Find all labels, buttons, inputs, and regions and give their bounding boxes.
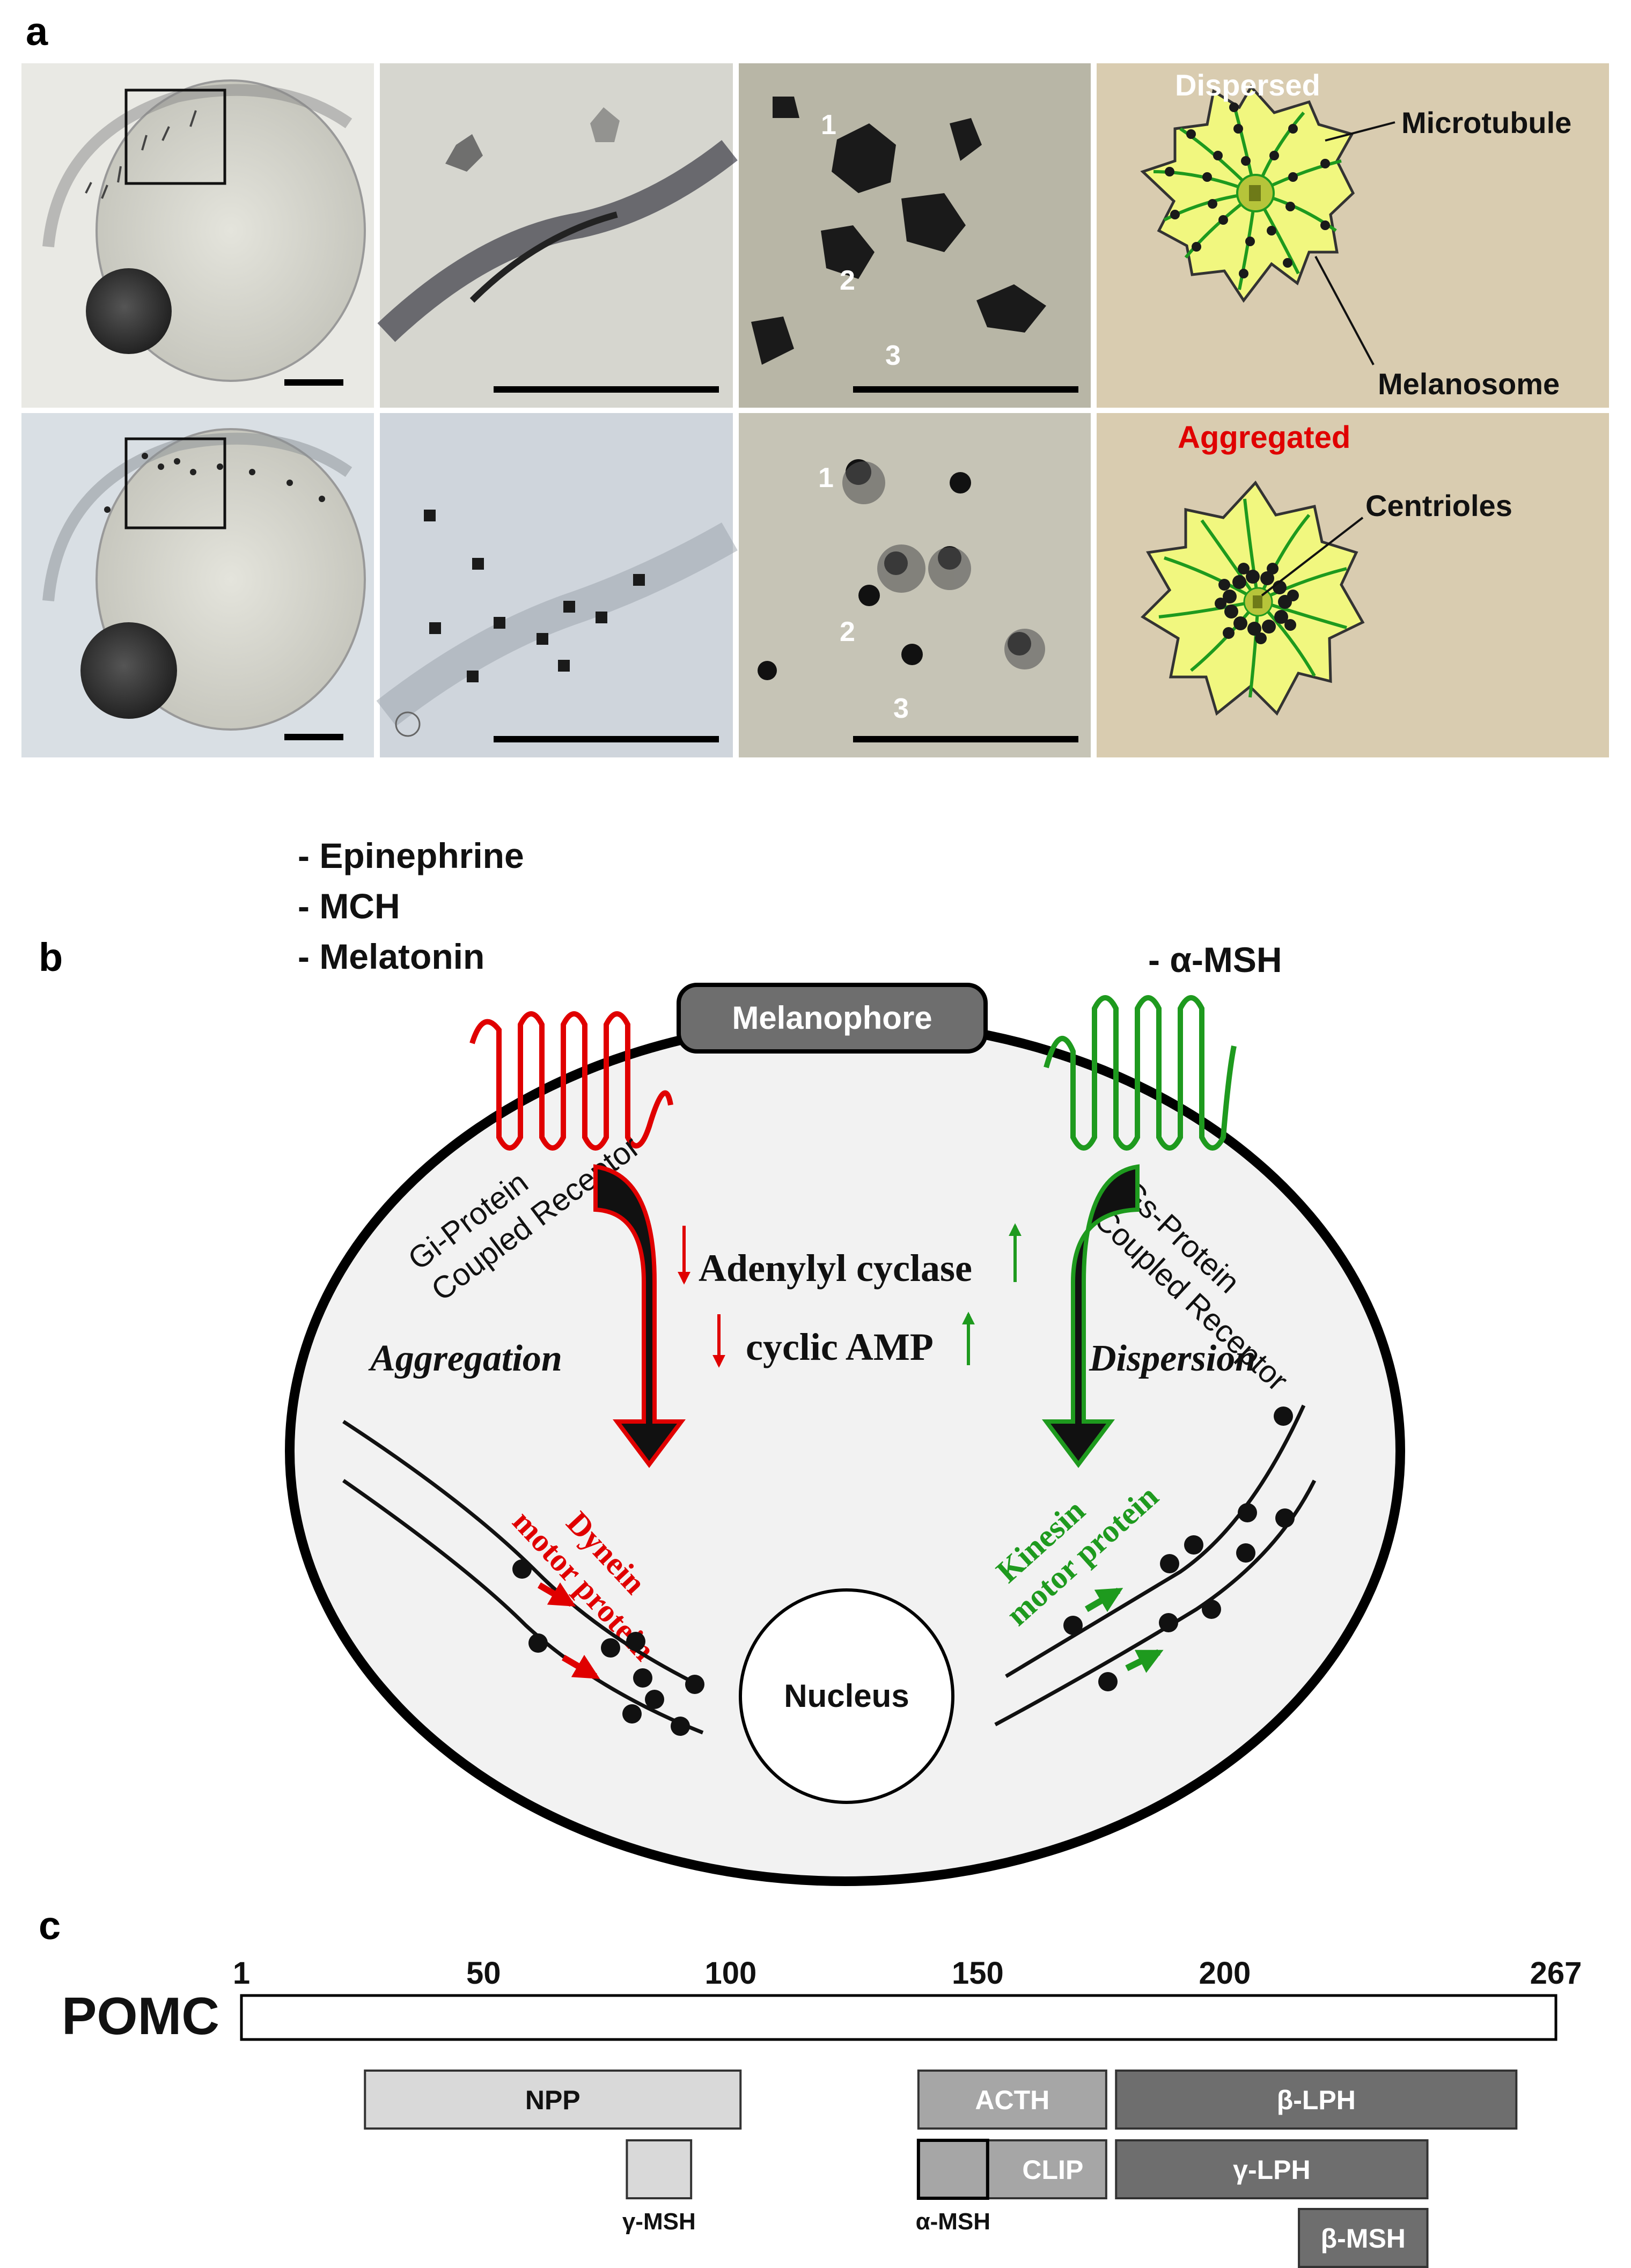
pomc-tick-label: 200	[1199, 1956, 1251, 1991]
dispersed-title: Dispersed	[1175, 68, 1320, 102]
cell-label-1: 1	[821, 109, 836, 141]
aggregation-arrow	[593, 1164, 686, 1468]
cell-label-2b: 2	[840, 616, 855, 647]
schematic-aggregated: Aggregated Centrioles	[1097, 413, 1609, 757]
photo-melanophores-aggregated: 1 2 3	[739, 413, 1091, 757]
photo-zoom-dispersed	[377, 63, 738, 408]
panel-a: a	[21, 9, 1609, 757]
aggregation-label: Aggregation	[368, 1338, 562, 1379]
melanophore-label: Melanophore	[732, 1000, 932, 1036]
pomc-tick-label: 267	[1530, 1956, 1582, 1991]
kinesin-arrow-1	[1084, 1587, 1123, 1612]
microtubules-right	[994, 1404, 1317, 1727]
cell-label-2: 2	[840, 265, 855, 296]
panel-b: b - Epinephrine - MCH - Melatonin - α-MS…	[39, 836, 1405, 1886]
pomc-segment-lph	[1115, 2070, 1518, 2130]
kinesin-arrow-2	[1125, 1649, 1164, 1673]
photo-embryo-dispersed	[21, 63, 374, 408]
pomc-segment-label: γ-LPH	[1233, 2155, 1310, 2185]
gi-receptor	[469, 1011, 673, 1151]
pomc-tick-label: 150	[952, 1956, 1004, 1991]
ligand-epinephrine: - Epinephrine	[298, 836, 524, 875]
melanosomes-left	[512, 1559, 704, 1736]
nucleus	[739, 1588, 954, 1804]
dynein-arrow-2	[561, 1654, 600, 1680]
cell-label-3: 3	[885, 340, 901, 371]
dispersion-label: Dispersion	[1089, 1338, 1256, 1379]
pomc-segment-lph	[1115, 2139, 1429, 2199]
centrioles-label: Centrioles	[1365, 489, 1512, 522]
camp-label: cyclic AMP	[746, 1326, 934, 1368]
ligand-melatonin: - Melatonin	[298, 937, 484, 976]
nucleus-label: Nucleus	[784, 1678, 909, 1714]
pomc-segment-acth	[917, 2070, 1107, 2130]
panel-label-c: c	[39, 1903, 61, 1948]
dynein-arrow-1	[537, 1582, 576, 1607]
pomc-segment-label: NPP	[525, 2085, 581, 2115]
panel-label-a: a	[26, 9, 48, 54]
pomc-small-segment-label: α-MSH	[916, 2208, 990, 2235]
ligand-mch: - MCH	[298, 886, 400, 926]
pomc-tick-label: 100	[704, 1956, 756, 1991]
melanosome-label: Melanosome	[1378, 367, 1560, 401]
pomc-segment-label: β-MSH	[1321, 2223, 1406, 2254]
aggregated-title: Aggregated	[1178, 420, 1350, 455]
pomc-bar	[240, 1994, 1557, 2041]
pomc-segment-gamma-msh	[626, 2139, 693, 2199]
melanosomes-right	[1063, 1407, 1295, 1691]
pomc-segment-label: CLIP	[1022, 2155, 1083, 2185]
pomc-segment-label: β-LPH	[1277, 2085, 1356, 2115]
photo-zoom-aggregated	[376, 413, 738, 757]
pomc-label: POMC	[62, 1986, 219, 2045]
pomc-segment-npp	[364, 2070, 742, 2130]
ligand-alpha-msh: - α-MSH	[1148, 940, 1282, 980]
schematic-dispersed: Dispersed Microtubule Melanosome	[1097, 63, 1609, 408]
adenylyl-cyclase-label: Adenylyl cyclase	[699, 1247, 972, 1290]
pomc-segment-alpha-msh	[916, 2139, 989, 2200]
cell-label-3b: 3	[893, 693, 909, 724]
pomc-tick-label: 50	[466, 1956, 501, 1991]
pomc-segments: NPP ACTH β-LPH CLIP γ-LPH β-MSH γ-MSH α-MSH	[364, 2070, 1518, 2268]
pomc-segment-msh	[1298, 2208, 1429, 2268]
dispersion-arrow	[1042, 1164, 1140, 1468]
microtubule-label: Microtubule	[1401, 106, 1571, 139]
pomc-segment-label: ACTH	[975, 2085, 1049, 2115]
panel-label-b: b	[39, 935, 63, 980]
gs-receptor	[1044, 995, 1237, 1151]
photo-embryo-aggregated	[21, 413, 374, 757]
cell-label-1b: 1	[818, 462, 834, 494]
melanophore-label-box: Melanophore	[677, 983, 988, 1054]
pomc-small-segment-label: γ-MSH	[622, 2208, 696, 2235]
pomc-tick-label: 1	[233, 1956, 250, 1991]
photo-melanophores-dispersed: 1 2 3	[739, 63, 1091, 408]
